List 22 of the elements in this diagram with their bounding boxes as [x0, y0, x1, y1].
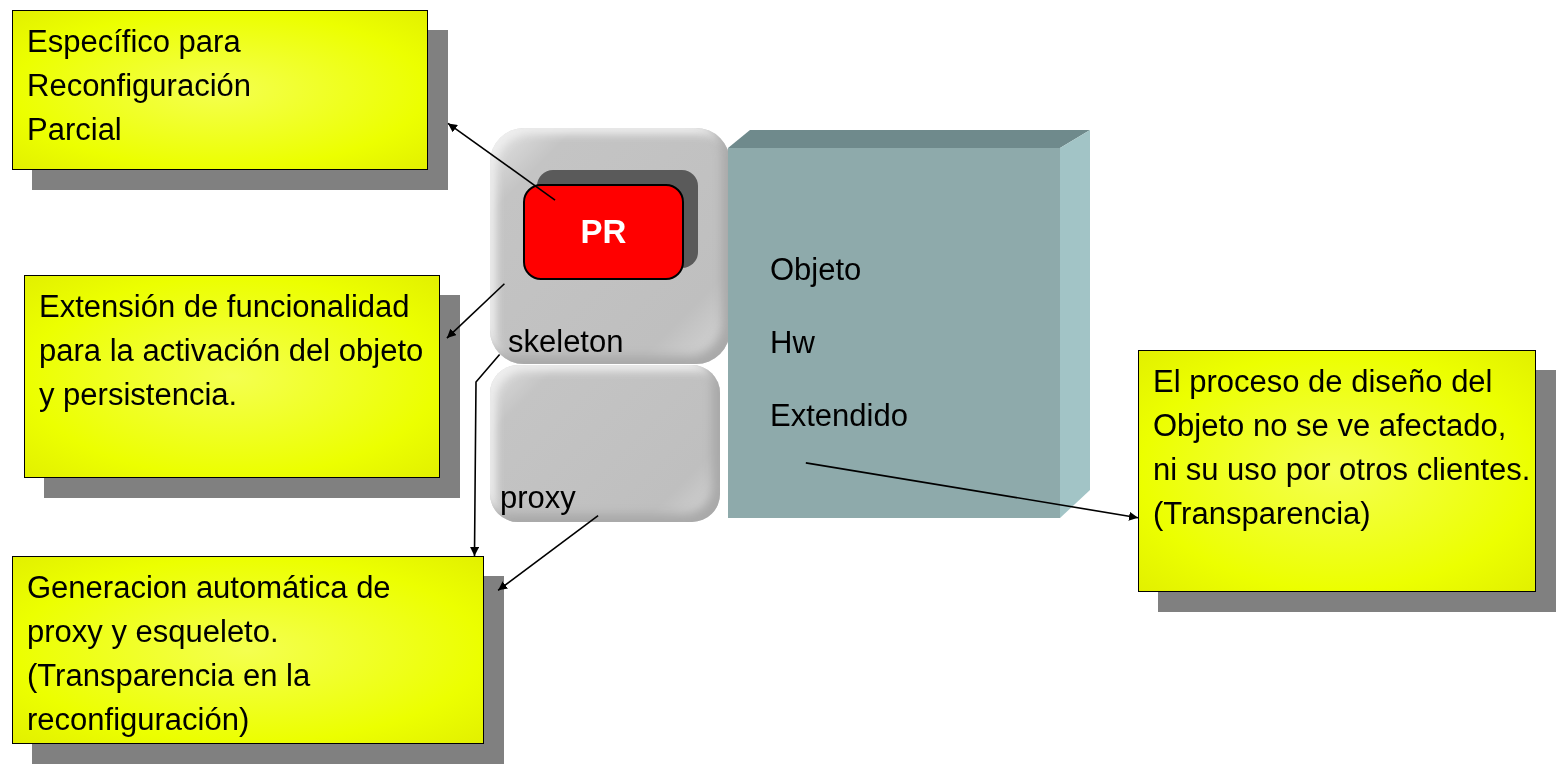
- callout-box: [12, 556, 504, 764]
- block-label: Hw: [770, 324, 815, 362]
- block-label: Objeto: [770, 251, 862, 289]
- arrow: [470, 353, 501, 557]
- callout-box: [24, 275, 460, 498]
- block-label: Extendido: [770, 397, 908, 435]
- callout-text: Extensión de funcionalidad para la activación del objeto y persistencia.: [39, 288, 424, 414]
- callout-text: El proceso de diseño del Objeto no se ve afectado, ni su uso por otros clientes. (Transparencia): [1153, 363, 1532, 533]
- block-label: skeleton: [508, 323, 624, 361]
- callout-box: [1138, 350, 1556, 612]
- proxy-block: [490, 365, 720, 522]
- callout-text: Generacion automática de proxy y esqueleto. (Transparencia en la reconfiguración): [27, 569, 392, 739]
- callout-box: [12, 10, 448, 190]
- callout-text: Específico para Reconfiguración Parcial: [27, 23, 253, 149]
- box-label: PR: [580, 213, 627, 251]
- block-label: proxy: [500, 479, 576, 517]
- arrow: [497, 514, 599, 592]
- arrow: [446, 282, 506, 339]
- pr-box: [523, 184, 684, 280]
- skeleton-block: [490, 128, 730, 364]
- arrow: [805, 462, 1139, 521]
- arrow: [447, 122, 556, 201]
